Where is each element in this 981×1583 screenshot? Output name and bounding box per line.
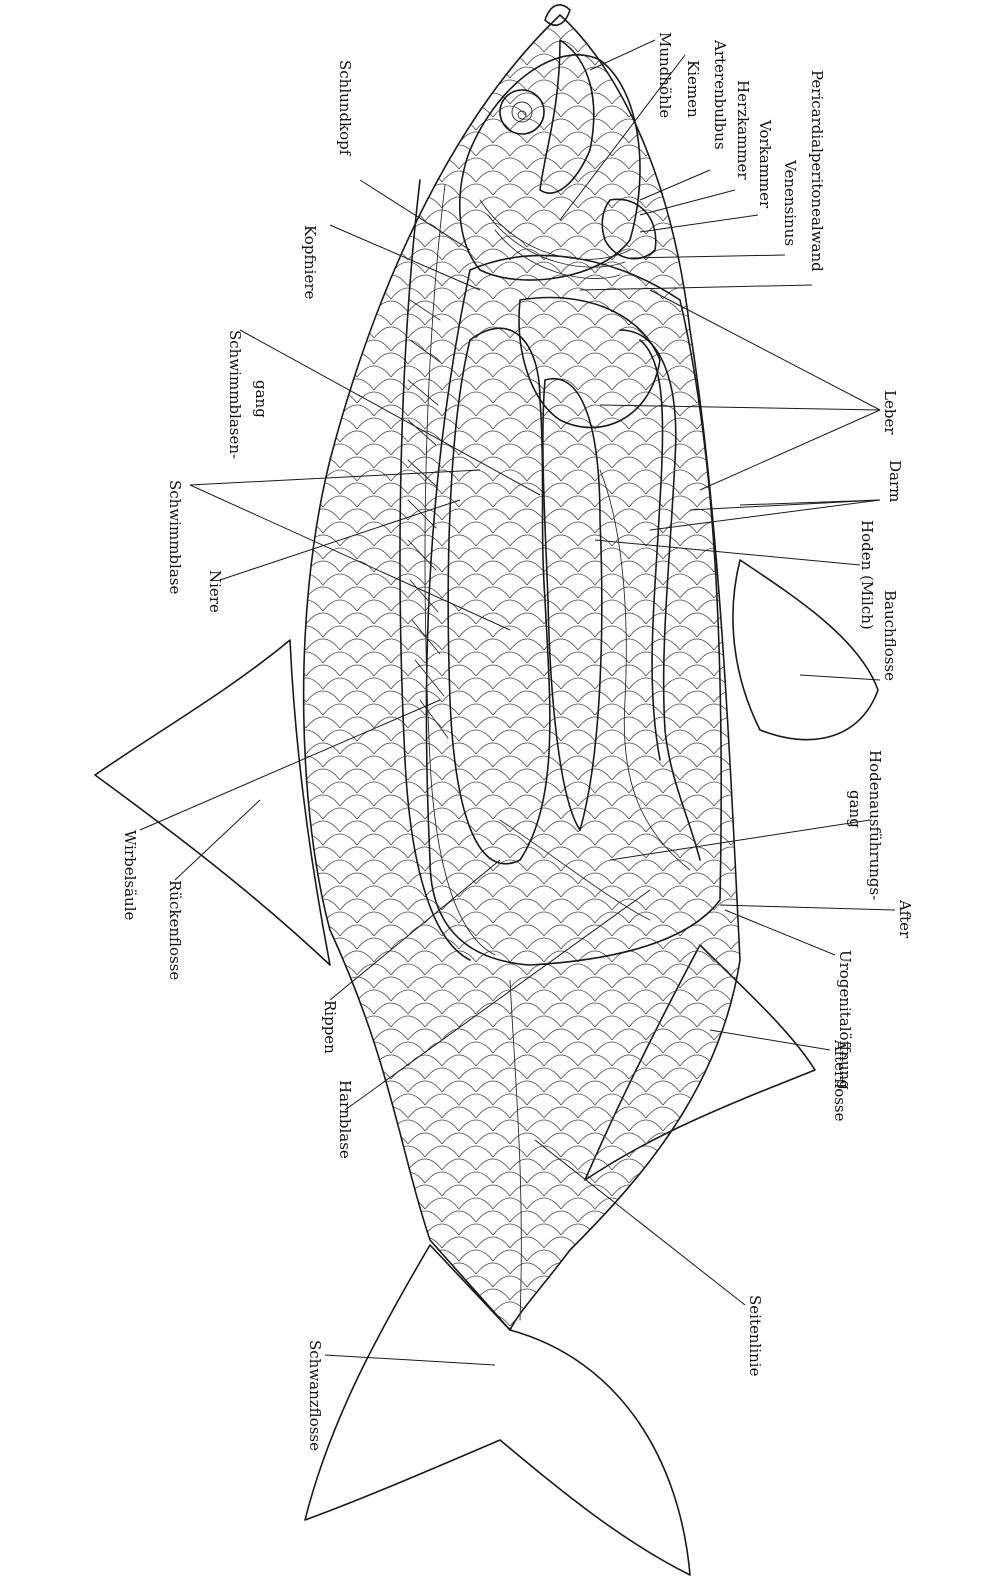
label-harnblase: Harnblase [336, 1080, 354, 1159]
label-arterenbulbus: Arterenbulbus [711, 39, 729, 150]
label-schwimmblasengang-1: Schwimmblasen- [226, 330, 244, 459]
label-pericardialperitonealwand: Pericardialperitonealwand [808, 70, 826, 272]
label-rippen: Rippen [321, 1000, 339, 1054]
label-schwimmblasengang-2: gang [252, 380, 270, 418]
label-vorkammer: Vorkammer [756, 119, 774, 209]
label-venensinus: Venensinus [781, 159, 799, 246]
label-hoden: Hoden (Milch) [858, 520, 876, 630]
pelvic-fin [733, 560, 878, 740]
label-kiemen: Kiemen [684, 60, 702, 118]
label-hodenausfuehrungsgang-1: Hodenausführungs- [866, 750, 884, 900]
label-schwimmblase: Schwimmblase [166, 480, 184, 594]
label-kopfniere: Kopfniere [301, 225, 319, 299]
label-rueckenflosse: Rückenflosse [166, 880, 184, 980]
label-niere: Niere [206, 570, 224, 613]
label-after: After [896, 899, 914, 939]
label-wirbelsaeule: Wirbelsäule [121, 830, 139, 920]
label-afterflosse: Afterflosse [831, 1039, 849, 1122]
label-leber: Leber [881, 390, 899, 435]
label-schwanzflosse: Schwanzflosse [306, 1340, 324, 1451]
label-darm: Darm [886, 460, 904, 502]
label-hodenausfuehrungsgang-2: gang [846, 790, 864, 828]
label-herzkammer: Herzkammer [734, 80, 752, 180]
label-bauchflosse: Bauchflosse [881, 590, 899, 681]
label-seitenlinie: Seitenlinie [746, 1295, 764, 1377]
label-mundhoehle: Mundhöhle [656, 32, 674, 118]
label-schlundkopf: Schlundkopf [336, 60, 354, 157]
